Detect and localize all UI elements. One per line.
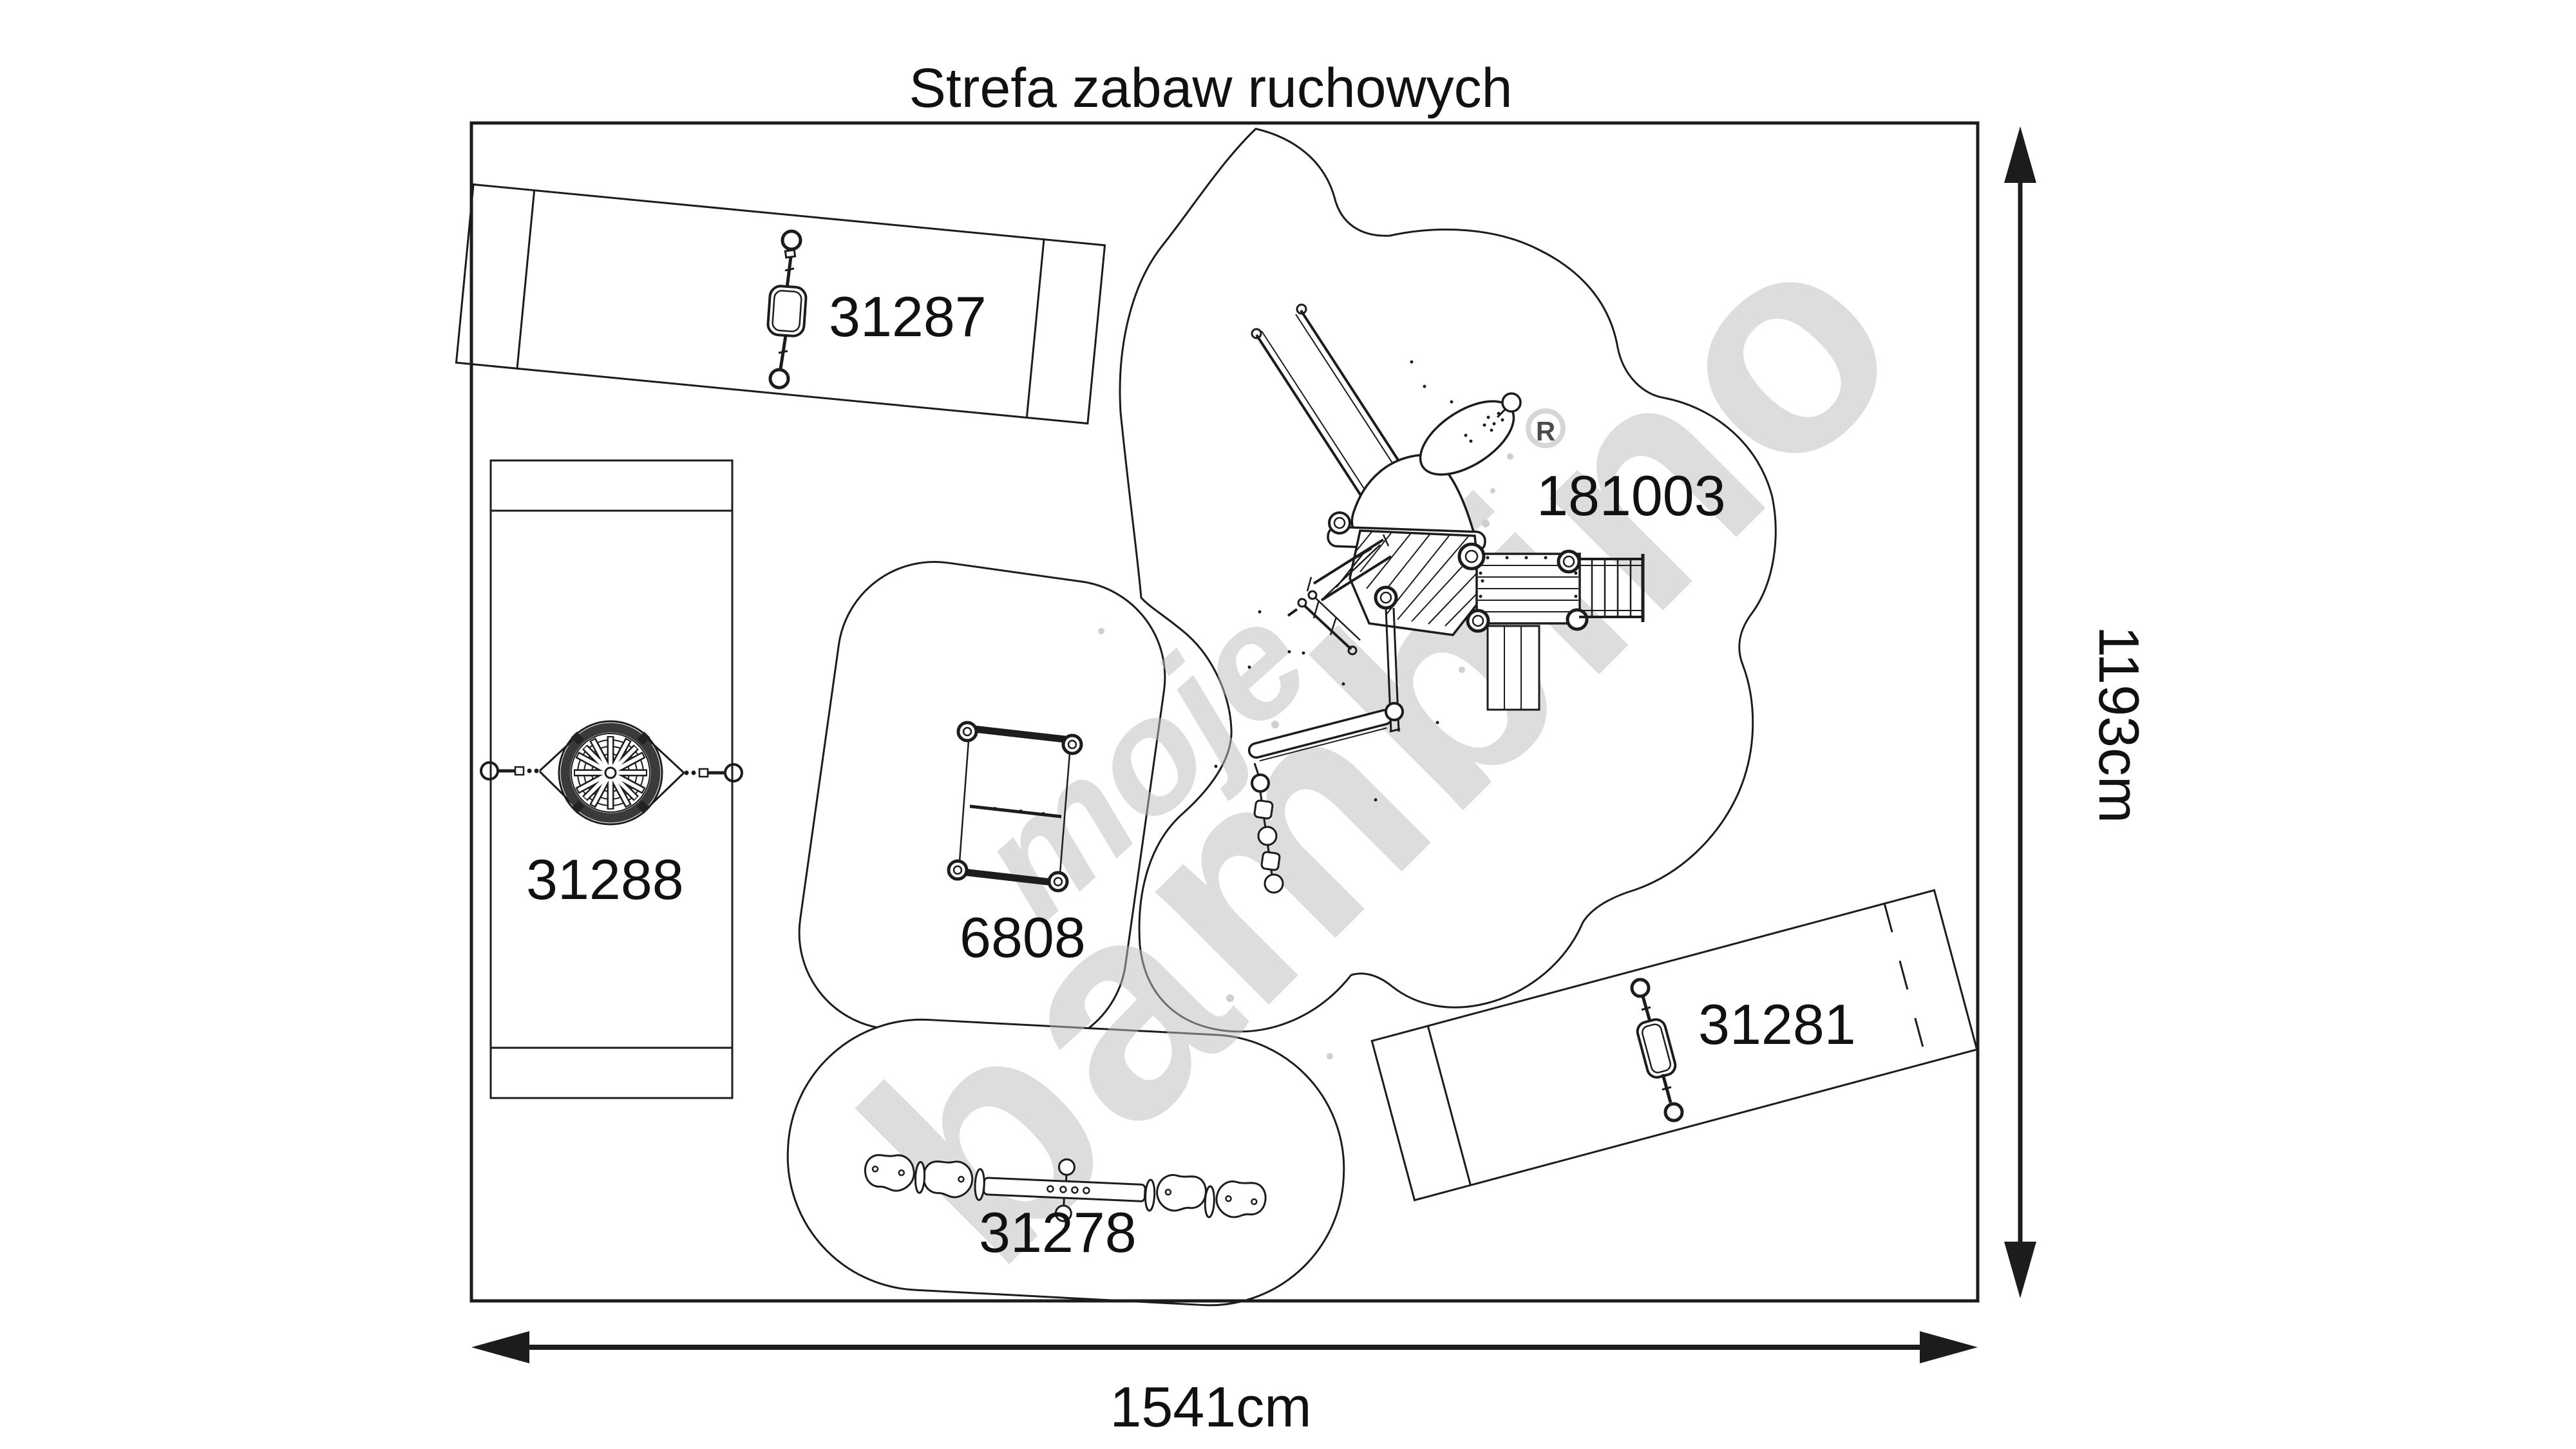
zone-31281	[1370, 889, 1978, 1202]
page-title: Strefa zabaw ruchowych	[909, 57, 1513, 119]
basket-spokes	[574, 736, 647, 810]
low-beam-icon	[1247, 702, 1404, 894]
label-31278: 31278	[979, 1200, 1137, 1264]
play-structure-icon	[1214, 303, 1645, 894]
speckles	[1214, 360, 1484, 802]
monkey-bars-icon	[1579, 554, 1645, 622]
label-31281: 31281	[1698, 992, 1856, 1056]
vertical-dimension: 1193cm	[2004, 126, 2151, 1298]
label-6808: 6808	[960, 905, 1086, 969]
climbing-net-icon	[1287, 534, 1392, 656]
arrow-right-icon	[1920, 1331, 1978, 1363]
label-181003: 181003	[1537, 464, 1726, 527]
label-31288: 31288	[526, 848, 684, 911]
registered-trademark-icon: R	[1526, 408, 1566, 448]
post-rings	[1374, 542, 1589, 633]
rope-ladder-icon	[947, 721, 1083, 893]
horizontal-dimension: 1541cm	[471, 1331, 1978, 1439]
arrow-up-icon	[2004, 126, 2036, 183]
lower-frame	[1486, 625, 1540, 711]
registered-letter: R	[1536, 416, 1555, 446]
arrow-left-icon	[471, 1331, 529, 1363]
horizontal-dimension-label: 1541cm	[1110, 1375, 1311, 1439]
vertical-dimension-label: 1193cm	[2087, 626, 2151, 824]
arrow-down-icon	[2004, 1242, 2036, 1298]
site-border	[469, 121, 1980, 1303]
nest-swing-icon	[480, 720, 743, 826]
balance-beam-icon	[864, 1154, 1267, 1222]
swing-icon-31281	[1630, 978, 1684, 1122]
label-31287: 31287	[829, 285, 987, 348]
slide-icon	[1251, 303, 1412, 506]
hatched-deck	[1349, 529, 1482, 636]
swing-icon-31287	[766, 229, 808, 390]
climbing-pod-icon	[1419, 392, 1522, 476]
